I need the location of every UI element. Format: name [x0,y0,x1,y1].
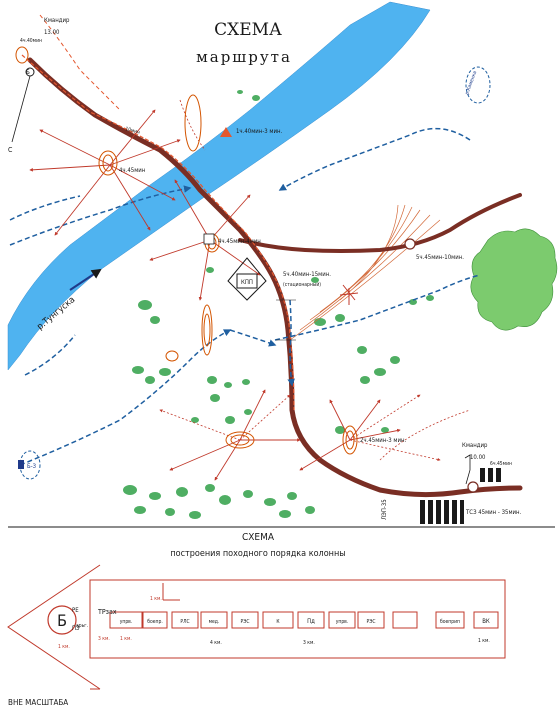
branch-road [238,193,522,253]
cp-top-time: 13.00 [44,29,60,36]
pos5-label: 5ч.45мин-10мин. [416,254,464,261]
point-b-label: Б [26,69,30,76]
route-path [21,54,295,411]
scheme-top-label-1: ПЗ [72,625,80,632]
scheme-note-1: 3 км. [98,636,110,642]
vehicle-blocks [420,468,501,524]
scheme-title-line2: построения походного порядка колонны [170,549,345,559]
right-arrow-label: р.Каменка [464,70,478,96]
scheme-block-8: РЭС [367,619,376,625]
pos3-label: 4ч.45мин-4мин [218,238,261,245]
fire-rays [29,109,401,481]
pos6-label: 2ч.45мин-3 мин. [360,437,407,444]
scheme-block-1: боепр. [147,618,163,625]
cp-right-time: 10.00 [470,454,486,461]
scheme-block-10: ВК [482,618,490,625]
route-dashed-top [39,14,121,111]
dotted-rays [159,99,471,462]
kpp-label: КПП [241,279,253,286]
forest-area [470,228,558,331]
scheme-top-label-0: РЕ [72,607,79,614]
scheme-top-label-2: арьг. [76,623,88,629]
scheme-block-9: боеприп [440,618,460,625]
main-road [27,57,523,498]
flag-marker [464,454,471,485]
pos1-label: 4ч.45мин [119,167,146,174]
column-scheme [7,564,506,690]
pos7-label: ТСЗ 45мин - 35мин. [465,509,522,516]
scheme-note-6: 1 км. [478,638,490,644]
cp-top-label: Кмандир [44,17,70,24]
scheme-note-5: 3 км. [303,640,315,646]
markers [11,66,491,493]
cp-top-small: 4ч.40мин [20,38,42,44]
start-letter: Б [57,611,67,630]
start-circle [47,605,77,635]
sector-lines [289,204,441,341]
pos4b-label: (стационарный) [283,281,321,288]
left-marker-label: Б-3 [27,463,36,470]
scheme-top-label-3: ТРзах [97,608,117,616]
scheme-title-line1: СХЕМА [242,532,275,543]
title-line1: СХЕМА [214,20,282,40]
scheme-block-5: К [276,619,280,625]
scheme-note-4: 4 км. [210,640,222,646]
blue-river-arrow [69,268,102,291]
blue-approach-lines [9,127,481,466]
scheme-block-2: РЛС [180,619,189,625]
trees [123,90,434,519]
title-line2: маршрута [196,48,292,66]
pos2-label: 1ч.40мин-3 мин. [236,128,283,135]
scheme-block-7: упрв. [336,619,349,625]
cp-right-label: Кмандир [462,442,488,449]
scheme-block-3: мед. [209,619,220,625]
scheme-block-4: РЭС [241,619,250,625]
point-c-label: С [8,146,13,154]
scheme-block-6: Пд [307,618,315,625]
scheme-note-3: 1 км. [150,596,162,602]
scheme-note-0: 1 км. [58,644,70,650]
scale-note: ВНЕ МАСШТАБА [8,698,68,707]
rail-label: ЛЭП-35 [381,499,388,520]
ten-min-label: 10мин [124,126,140,136]
scheme-block-0: упрв. [120,619,133,625]
pos4-label: 5ч.40мин-15мин. [283,271,331,278]
pos8-label: 6ч.45мин [490,461,512,467]
scheme-note-2: 1 км. [120,636,132,642]
